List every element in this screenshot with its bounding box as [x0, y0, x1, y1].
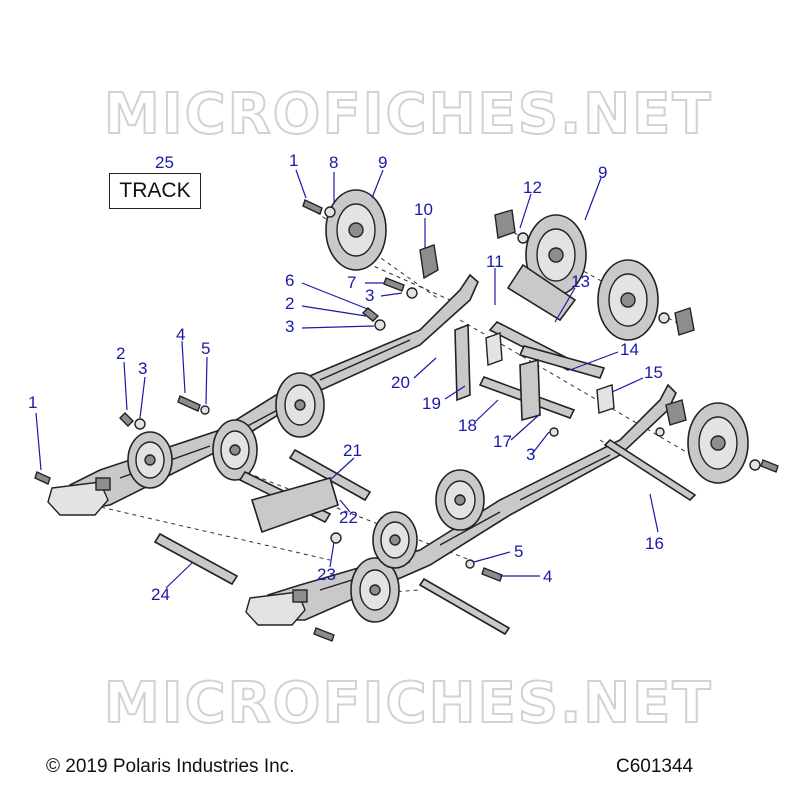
bolt-1-top — [302, 199, 323, 215]
block-right-low — [665, 399, 687, 426]
callout-10: 10 — [414, 200, 433, 219]
wheel-right-low — [687, 402, 749, 484]
callout-3-b: 3 — [285, 317, 294, 336]
track-callout-number: 25 — [155, 153, 174, 172]
watermark-top: MICROFICHES.NET — [104, 82, 713, 147]
washer-right — [655, 427, 665, 437]
callout-2-b: 2 — [116, 344, 125, 363]
callout-9-right: 9 — [598, 163, 607, 182]
wheel-right-mid — [597, 259, 659, 341]
callout-16: 16 — [645, 534, 664, 553]
copyright-text: © 2019 Polaris Industries Inc. — [46, 756, 295, 777]
bracket-20 — [454, 323, 471, 402]
callout-5-a: 5 — [201, 339, 210, 358]
callout-21: 21 — [343, 441, 362, 460]
track-label: TRACK — [119, 179, 191, 202]
washer-8 — [324, 206, 336, 218]
track-label-box: TRACK — [109, 173, 201, 209]
washer-12 — [517, 232, 529, 244]
callout-2-a: 2 — [285, 294, 294, 313]
callout-15: 15 — [644, 363, 663, 382]
bolt-4-a — [177, 395, 201, 412]
bushing-15 — [596, 384, 615, 414]
callout-24: 24 — [151, 585, 170, 604]
nut-2-b — [361, 307, 380, 322]
callout-20: 20 — [391, 373, 410, 392]
washer-3-b — [374, 319, 386, 331]
callout-14: 14 — [620, 340, 639, 359]
callout-12: 12 — [523, 178, 542, 197]
callout-23: 23 — [317, 565, 336, 584]
shafts — [153, 263, 697, 636]
callout-13: 13 — [571, 272, 590, 291]
washer-3-d — [549, 427, 559, 437]
callout-3-d: 3 — [526, 445, 535, 464]
callout-4-a: 4 — [176, 325, 185, 344]
bolt-4-b — [481, 567, 503, 582]
bolt-lower-left — [313, 627, 335, 642]
callout-9-top: 9 — [378, 153, 387, 172]
callout-11: 11 — [486, 252, 504, 271]
callout-5-b: 5 — [514, 542, 523, 561]
callout-6: 6 — [285, 271, 294, 290]
wheel-upper-rear — [275, 372, 325, 438]
washer-23 — [330, 532, 342, 544]
bracket-19 — [519, 358, 541, 422]
idler-wheels — [127, 189, 749, 623]
bolt-1-left — [34, 471, 51, 485]
washer-right-c — [658, 312, 670, 324]
block-right — [674, 307, 695, 336]
block-10 — [419, 244, 439, 280]
hardware — [34, 199, 779, 642]
callout-3-c: 3 — [138, 359, 147, 378]
washer-right-b — [749, 459, 761, 471]
callout-19: 19 — [422, 394, 441, 413]
washer-3-a — [406, 287, 418, 299]
nut-right — [760, 459, 779, 473]
lower-rail — [245, 383, 677, 626]
callout-1-left: 1 — [28, 393, 37, 412]
block-12 — [494, 209, 516, 239]
callout-18: 18 — [458, 416, 477, 435]
diagram-code: C601344 — [616, 756, 694, 777]
nut-2-a — [119, 412, 134, 427]
wheel-upper-left — [127, 431, 173, 489]
callout-7: 7 — [347, 273, 356, 292]
callout-17: 17 — [493, 432, 512, 451]
bolt-7 — [383, 277, 405, 292]
arm-21 — [250, 477, 339, 534]
washer-5-a — [200, 405, 210, 415]
wheel-lower-rear — [435, 469, 485, 531]
watermark-bottom: MICROFICHES.NET — [104, 671, 713, 736]
callout-22: 22 — [339, 508, 358, 527]
callout-8: 8 — [329, 153, 338, 172]
wheel-lower-mid — [372, 511, 418, 569]
leader-lines — [35, 169, 659, 589]
wheel-9-top — [325, 189, 387, 271]
callout-4-b: 4 — [543, 567, 552, 586]
callout-1-top: 1 — [289, 151, 298, 170]
washer-5-b — [465, 559, 475, 569]
washer-3-c — [134, 418, 146, 430]
wheel-lower-left — [350, 557, 400, 623]
wheel-9-right — [525, 214, 587, 296]
bushing-upper — [485, 332, 503, 366]
callout-3-a: 3 — [365, 286, 374, 305]
wheel-upper-mid — [212, 419, 258, 481]
callout-labels: 1 8 9 10 12 9 11 13 6 7 3 2 3 4 5 2 3 14… — [28, 151, 664, 604]
